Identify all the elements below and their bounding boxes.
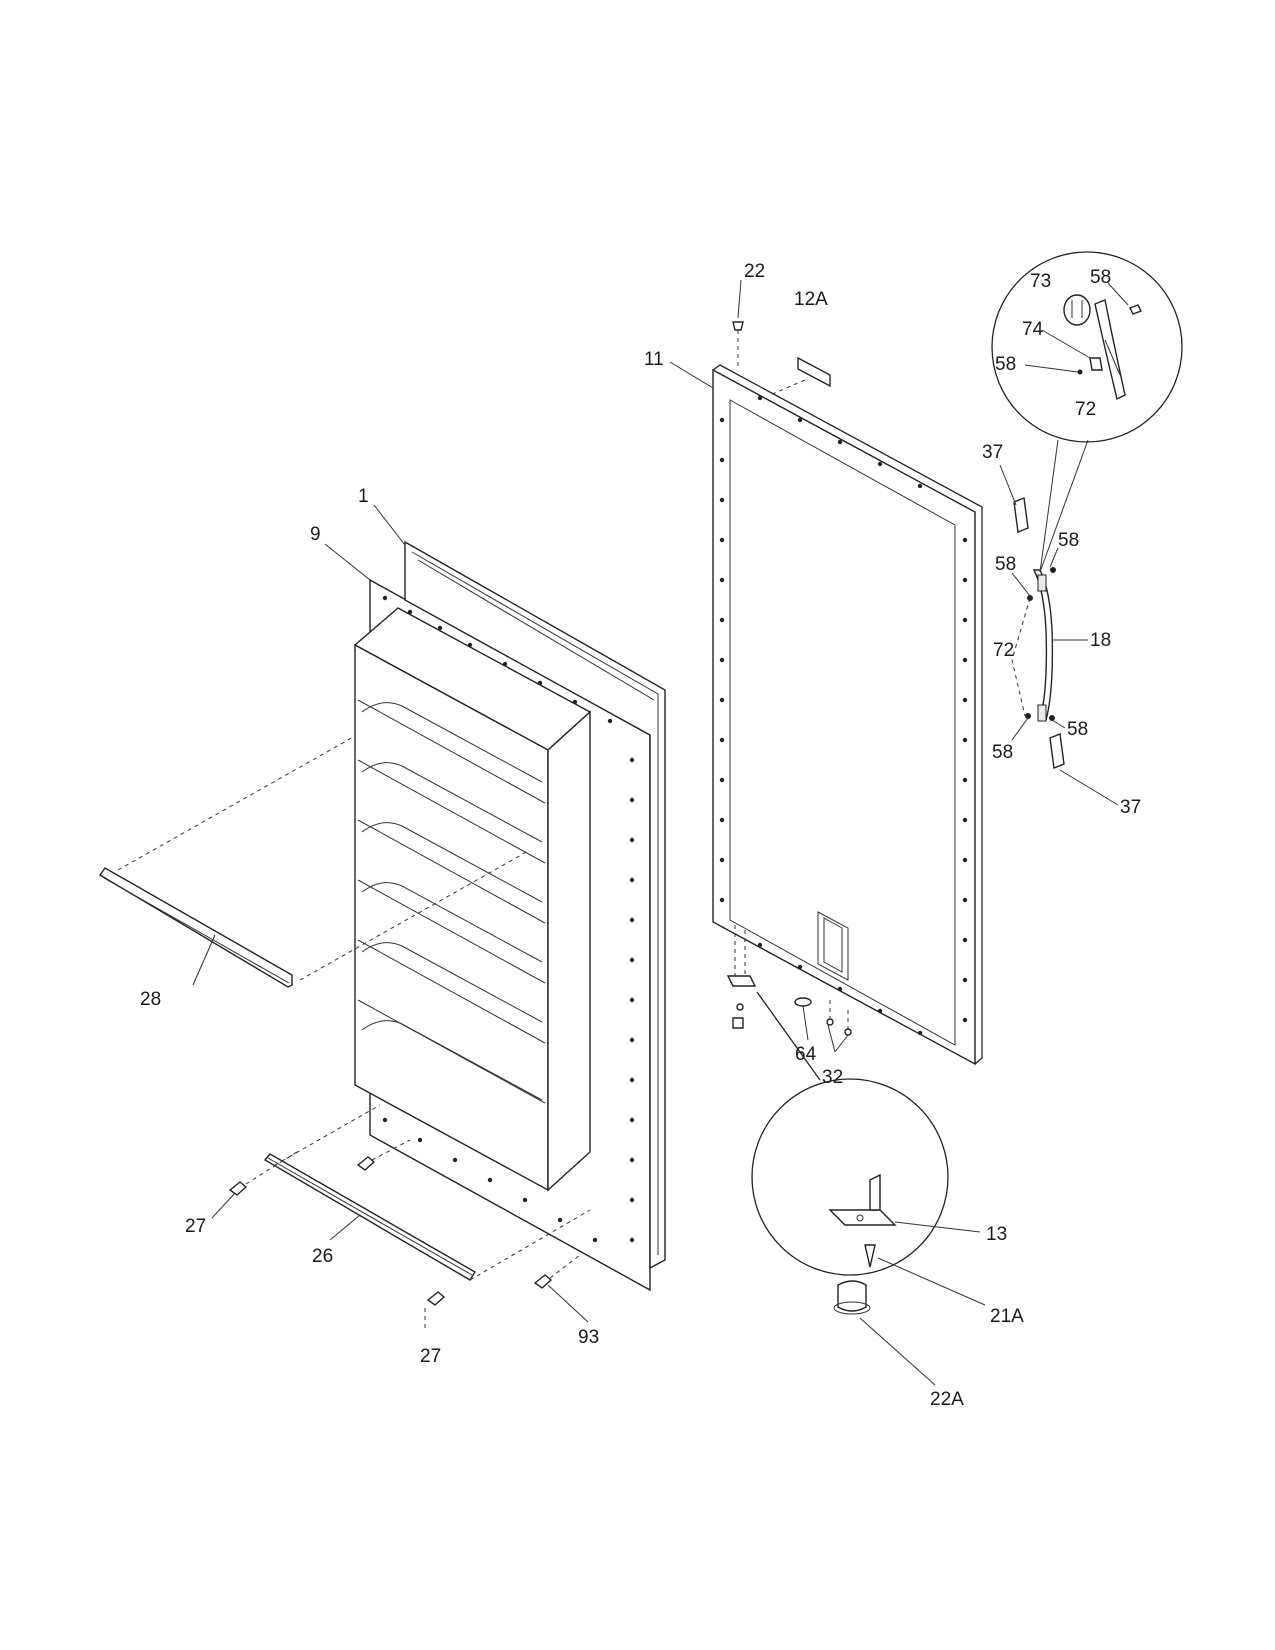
callout-37-top: 37: [982, 442, 1003, 463]
callout-72-mid: 72: [993, 640, 1014, 661]
handle-cap: [1013, 497, 1065, 769]
callout-72-top: 72: [1075, 399, 1096, 420]
detail-circle-hinge: [991, 251, 1183, 443]
outer-door-panel: [712, 364, 983, 1066]
bottom-rail: [263, 1153, 476, 1281]
detail-circle-bracket: [751, 1078, 986, 1386]
label-plate: [797, 356, 831, 388]
callout-1: 1: [358, 486, 369, 507]
callout-58-top: 58: [1090, 267, 1111, 288]
callout-11: 11: [644, 349, 664, 370]
door-liner: [353, 578, 651, 1292]
plug-icon: [732, 321, 744, 368]
callout-21a: 21A: [990, 1306, 1024, 1327]
callout-74: 74: [1022, 319, 1044, 340]
callout-18: 18: [1090, 630, 1111, 651]
fastener-icon: [228, 1156, 553, 1306]
callout-labels: 1 9 11 12A 22 73 58 74 58 72 37 58 58 18…: [140, 261, 1141, 1410]
callout-58-left: 58: [995, 354, 1016, 375]
callout-26: 26: [312, 1246, 333, 1267]
shelf-rail: [98, 867, 293, 988]
callout-12a: 12A: [794, 289, 828, 310]
callout-22: 22: [744, 261, 765, 282]
door-handle: [1032, 569, 1054, 722]
callout-93: 93: [578, 1327, 599, 1348]
screw-icon: [1025, 567, 1056, 721]
callout-27-lower: 27: [420, 1346, 441, 1367]
callout-58-right-lower: 58: [1067, 719, 1088, 740]
callout-58-left-lower: 58: [992, 742, 1013, 763]
callout-9: 9: [310, 524, 321, 545]
hinge-bracket: [726, 925, 852, 1036]
callout-58-left-upper: 58: [995, 554, 1016, 575]
door-gasket: [404, 540, 666, 1270]
callout-22a: 22A: [930, 1389, 964, 1410]
callout-64: 64: [795, 1044, 817, 1065]
callout-13: 13: [986, 1224, 1007, 1245]
callout-58-right-upper: 58: [1058, 530, 1079, 551]
callout-37-bottom: 37: [1120, 797, 1141, 818]
callout-28: 28: [140, 989, 161, 1010]
leader-lines: [192, 279, 1129, 1323]
callout-27-upper: 27: [185, 1216, 206, 1237]
callout-32: 32: [822, 1067, 843, 1088]
callout-73: 73: [1030, 271, 1051, 292]
